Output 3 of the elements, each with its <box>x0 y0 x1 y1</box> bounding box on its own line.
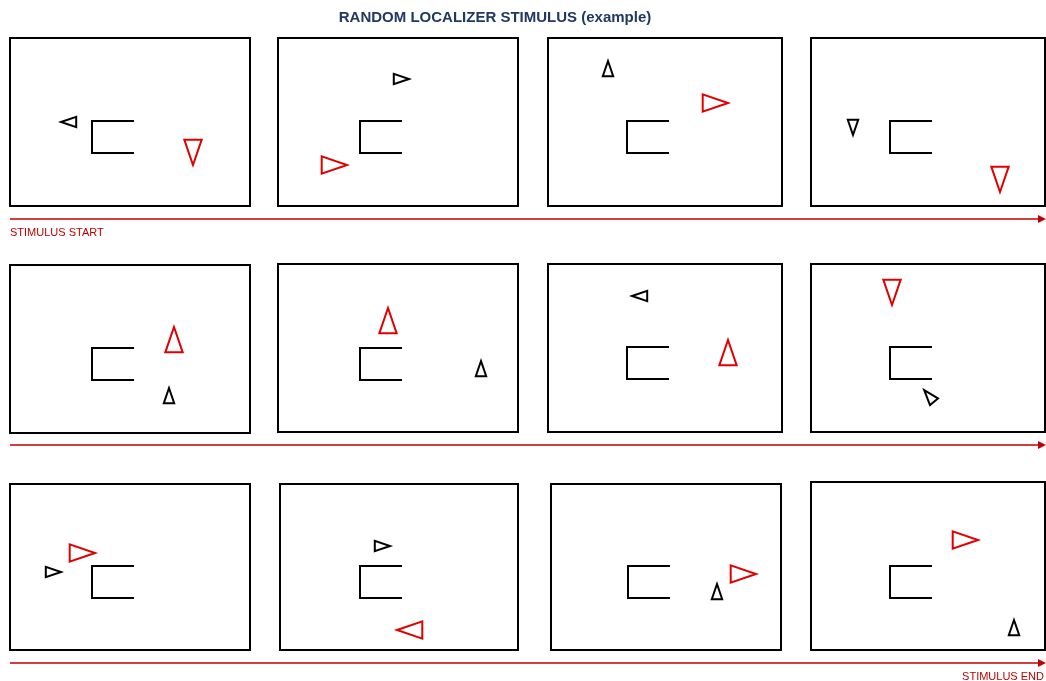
diagram-title: RANDOM LOCALIZER STIMULUS (example) <box>337 8 653 25</box>
timeline-label: STIMULUS START <box>10 226 104 238</box>
timeline-label: STIMULUS END <box>962 670 1044 681</box>
